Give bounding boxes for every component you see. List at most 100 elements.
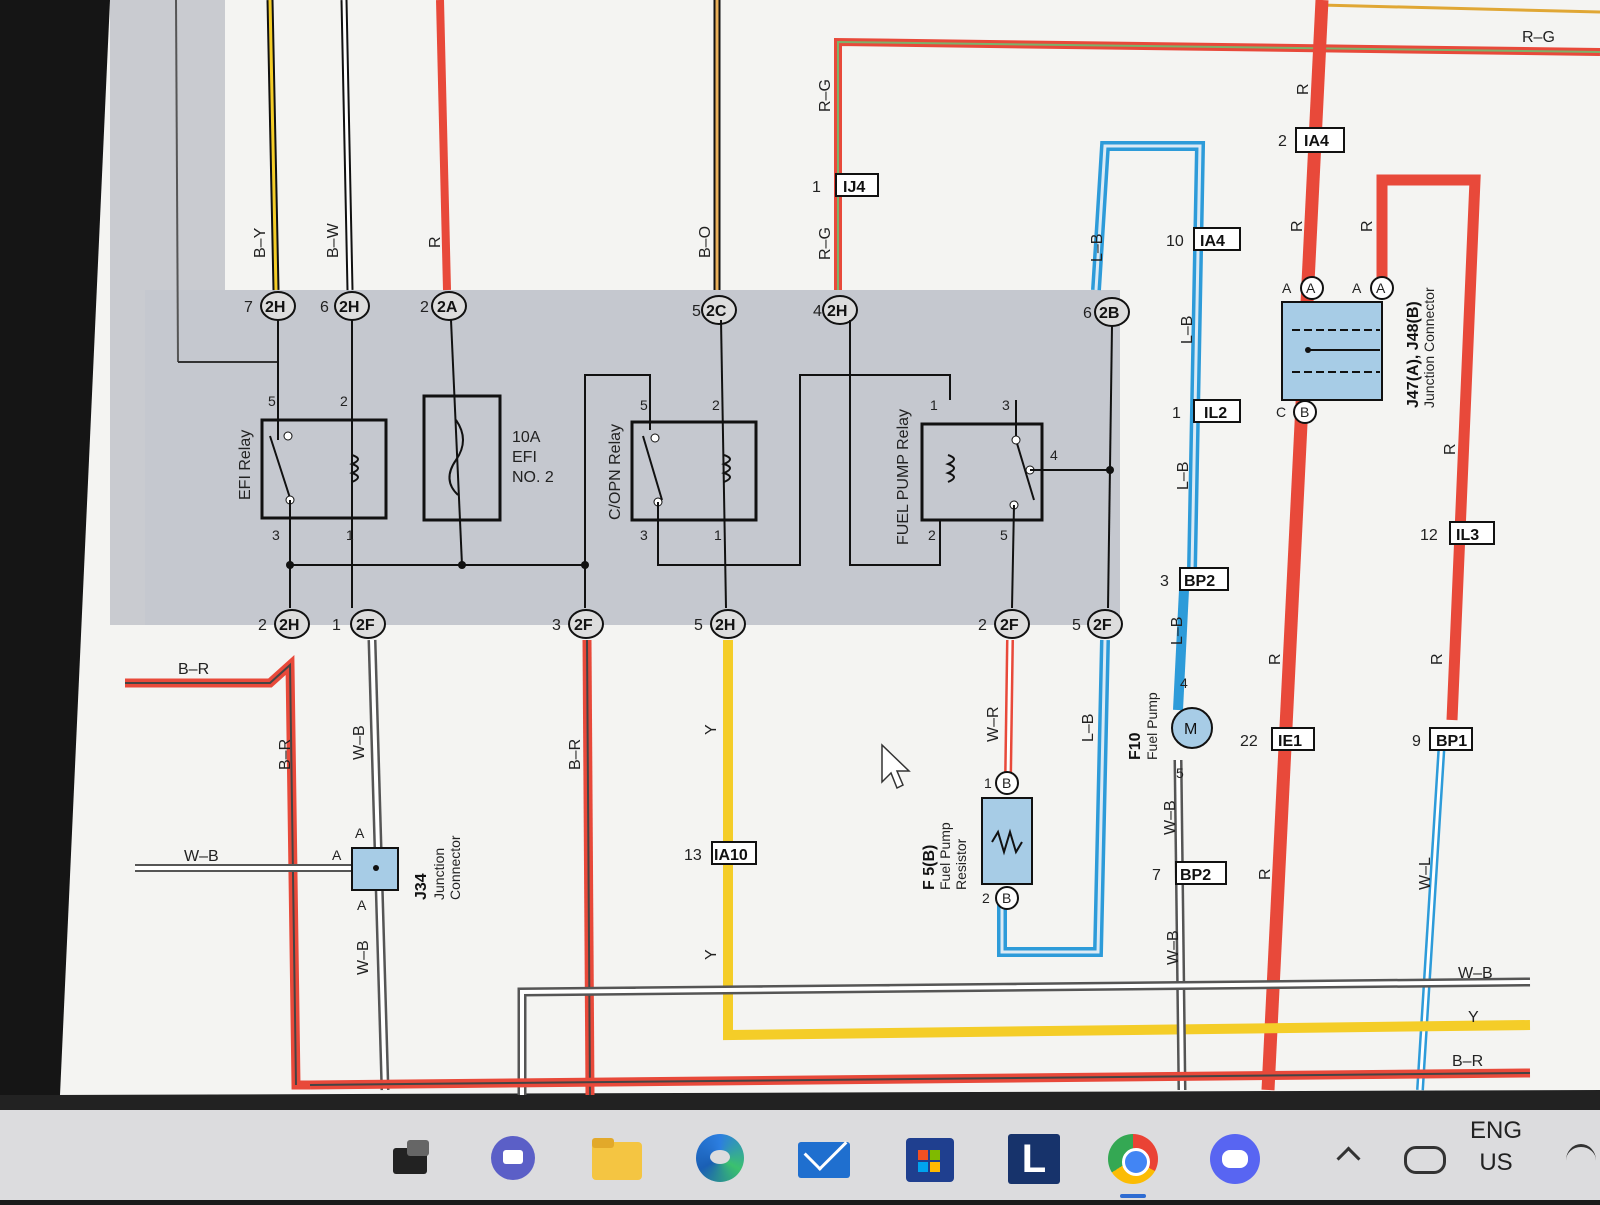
res-pin-1: 1 bbox=[984, 775, 992, 791]
discord-icon[interactable] bbox=[1206, 1130, 1262, 1186]
file-explorer-icon[interactable] bbox=[588, 1130, 644, 1186]
f10-id: F10 bbox=[1127, 732, 1144, 760]
chrome-icon[interactable] bbox=[1104, 1130, 1160, 1198]
efi-pin-1: 1 bbox=[346, 527, 354, 543]
fuse-amp: 10A bbox=[512, 429, 541, 446]
efi-relay bbox=[260, 320, 388, 608]
il2-pin: 1 bbox=[1172, 405, 1181, 422]
conn-2a: 2A bbox=[437, 299, 458, 316]
bp2-label-b: BP2 bbox=[1180, 867, 1211, 884]
conn-2h-b: 2H bbox=[339, 299, 359, 316]
label-r-6: R bbox=[1267, 653, 1284, 665]
label-b-w: B–W bbox=[325, 222, 342, 258]
il3-pin: 12 bbox=[1420, 527, 1438, 544]
label-r-g-1: R–G bbox=[817, 227, 834, 260]
pin-2: 2 bbox=[420, 299, 429, 316]
label-w-b-2: W–B bbox=[184, 848, 219, 865]
label-b-r-4: B–R bbox=[1452, 1053, 1483, 1070]
pin-5: 5 bbox=[692, 303, 701, 320]
label-l-b-2: L–B bbox=[1179, 316, 1196, 344]
edge-browser-icon[interactable] bbox=[692, 1130, 748, 1186]
label-r-4: R bbox=[1359, 220, 1376, 232]
letter-l-app-icon[interactable]: L bbox=[1006, 1130, 1062, 1186]
wire-b-y bbox=[266, 0, 280, 291]
label-y-2: Y bbox=[703, 949, 720, 960]
chevron-up-icon[interactable] bbox=[1330, 1130, 1370, 1186]
mouse-cursor-icon bbox=[881, 743, 911, 790]
label-w-b-4: W–B bbox=[1162, 800, 1179, 835]
fuel-pump-resistor bbox=[981, 771, 1033, 910]
fp-pin-1: 1 bbox=[930, 397, 938, 413]
widgets-icon[interactable] bbox=[385, 1130, 441, 1186]
label-r-8: R bbox=[1257, 868, 1274, 880]
label-w-b-3: W–B bbox=[355, 940, 372, 975]
fuel-pump-motor: M bbox=[1171, 707, 1213, 749]
efi-relay-label: EFI Relay bbox=[237, 430, 254, 500]
j34-pin-a-left: A bbox=[332, 847, 342, 863]
wire-l-b-loop bbox=[997, 639, 1110, 957]
search-box-edge[interactable] bbox=[0, 1130, 40, 1186]
pin-6: 6 bbox=[320, 299, 329, 316]
efi-no2-fuse bbox=[422, 319, 502, 566]
bp2-pin-b: 7 bbox=[1152, 867, 1161, 884]
copn-pin-2: 2 bbox=[712, 397, 720, 413]
bpin-5b: 5 bbox=[1072, 617, 1081, 634]
f5-line2: Resistor bbox=[953, 838, 969, 890]
label-w-r: W–R bbox=[985, 706, 1002, 742]
label-r-g-2: R–G bbox=[817, 79, 834, 112]
j34-line1: Junction bbox=[431, 848, 447, 900]
wifi-icon[interactable] bbox=[1560, 1130, 1600, 1186]
ia10-pin: 13 bbox=[684, 847, 702, 864]
label-w-b-1: W–B bbox=[351, 725, 368, 760]
j47-pin-b: B bbox=[1300, 404, 1309, 420]
lang-line1: ENG bbox=[1470, 1117, 1523, 1144]
res-pin-b-bot: B bbox=[1002, 890, 1011, 906]
store-icon[interactable] bbox=[902, 1130, 958, 1186]
copn-relay bbox=[630, 319, 951, 609]
conn-2c: 2C bbox=[706, 303, 727, 320]
pin-7: 7 bbox=[244, 299, 253, 316]
f10-line1: Fuel Pump bbox=[1144, 692, 1160, 760]
motor-symbol: M bbox=[1184, 721, 1197, 738]
onedrive-cloud-icon[interactable] bbox=[1400, 1130, 1446, 1186]
label-y-3: Y bbox=[1468, 1009, 1479, 1026]
bconn-2f-d: 2F bbox=[1093, 617, 1112, 634]
wire-r-jumper bbox=[1376, 174, 1481, 721]
label-l-b-1: L–B bbox=[1089, 234, 1106, 262]
copn-relay-label: C/OPN Relay bbox=[607, 424, 624, 520]
mail-icon[interactable] bbox=[796, 1127, 852, 1186]
f5-line1: Fuel Pump bbox=[937, 822, 953, 890]
wire-y bbox=[723, 640, 1531, 1041]
language-indicator[interactable]: ENG US bbox=[1470, 1115, 1522, 1179]
conn-2h-a: 2H bbox=[265, 299, 285, 316]
fp-pin-3: 3 bbox=[1002, 397, 1010, 413]
j47-id: J47(A), J48(B) bbox=[1405, 301, 1422, 408]
fuel-pump-relay bbox=[849, 320, 1114, 609]
pump-pin-4: 4 bbox=[1180, 675, 1188, 691]
label-w-l: W–L bbox=[1417, 857, 1434, 890]
ie1-label: IE1 bbox=[1278, 733, 1302, 750]
bpin-5: 5 bbox=[694, 617, 703, 634]
fuse-name-1: EFI bbox=[512, 449, 537, 466]
label-w-b-5: W–B bbox=[1165, 930, 1182, 965]
wire-w-b-pump bbox=[1173, 759, 1187, 1091]
pin-6b: 6 bbox=[1083, 305, 1092, 322]
j47-line1: Junction Connector bbox=[1421, 287, 1437, 408]
j47-pin-a-1: A bbox=[1306, 280, 1316, 296]
ia4-label-b: IA4 bbox=[1304, 133, 1329, 150]
j47-lbl-c: C bbox=[1276, 404, 1286, 420]
ie1-pin: 22 bbox=[1240, 733, 1258, 750]
bconn-2h: 2H bbox=[279, 617, 299, 634]
label-r-g-3: R–G bbox=[1522, 29, 1555, 46]
wire-gray-left bbox=[175, 0, 179, 363]
teams-chat-icon[interactable] bbox=[485, 1130, 541, 1186]
efi-pin-3: 3 bbox=[272, 527, 280, 543]
conn-2b: 2B bbox=[1099, 305, 1119, 322]
wire-r-top bbox=[436, 0, 451, 291]
j47-lbl-a-2: A bbox=[1352, 280, 1362, 296]
fuse-name-2: NO. 2 bbox=[512, 469, 554, 486]
bpin-2b: 2 bbox=[978, 617, 987, 634]
j47-lbl-a-1: A bbox=[1282, 280, 1292, 296]
label-b-y: B–Y bbox=[252, 227, 269, 258]
